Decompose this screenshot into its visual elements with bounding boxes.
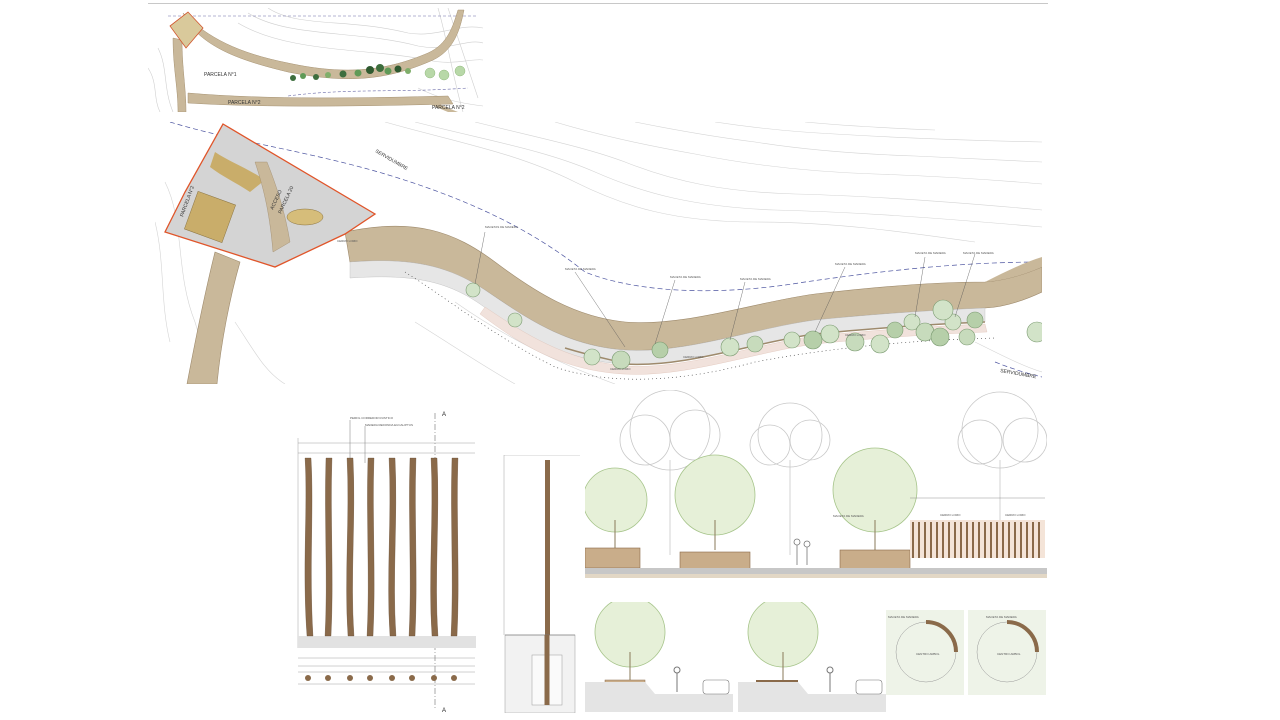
section-planters	[585, 547, 911, 571]
fence-posts	[304, 457, 459, 637]
svg-text:MACETA DE MADERA: MACETA DE MADERA	[740, 277, 771, 281]
small-section-1-drawing	[585, 602, 733, 712]
site-plan-drawing: MACETAS DE MADERA MACETA DE MADERA MACET…	[155, 122, 1042, 384]
key-plan-road	[182, 9, 465, 79]
section-label-2: CERRO LOMO	[1005, 513, 1026, 517]
planter-detail-label-3: MACETA DE MADERA	[888, 615, 919, 619]
planter-details: CENTRO ARBOL CENTRO ARBOL MACETA DE MADE…	[886, 610, 1046, 695]
fence-dimension-top	[297, 438, 475, 648]
longitudinal-section: CERRO LOMO CERRO LOMO MACETA DE MADERA	[585, 390, 1047, 585]
longitudinal-section-drawing: CERRO LOMO CERRO LOMO MACETA DE MADERA	[585, 390, 1047, 578]
fence-note-1: PERFIL CORREDOR RUSTICO	[350, 416, 394, 420]
site-plan-cerco-4: CERRO LOMO	[337, 239, 358, 243]
fence-plan-dots	[305, 675, 457, 681]
key-plan: PARCELA N°1 PARCELA N°2 PARCELA N°2	[148, 8, 483, 112]
site-plan-contours	[155, 122, 1042, 384]
fence-marker-a-top: A	[442, 412, 446, 418]
section-label-3: MACETA DE MADERA	[833, 514, 864, 518]
top-rule	[148, 3, 1048, 4]
section-green-trees	[585, 447, 918, 550]
key-plan-trees	[290, 64, 466, 81]
fence-ground	[298, 636, 476, 648]
fence-section-post	[545, 460, 550, 635]
site-plan-cerco-2: CERRO LOMO	[610, 367, 631, 371]
key-plan-plot	[169, 11, 204, 49]
site-plan-cerco-1: CERRO LOMO	[683, 355, 704, 359]
site-plan-leaders	[474, 231, 976, 348]
key-plan-drawing: PARCELA N°1 PARCELA N°2 PARCELA N°2	[148, 8, 483, 112]
svg-text:MACETA DE MADERA: MACETA DE MADERA	[670, 275, 701, 279]
svg-text:MACETA DE MADERA: MACETA DE MADERA	[963, 251, 994, 255]
site-plan: MACETAS DE MADERA MACETA DE MADERA MACET…	[155, 122, 1042, 384]
small-section-2-drawing	[738, 602, 886, 712]
site-plan-servidumbre-2: SERVIDUMBRE	[1000, 368, 1038, 380]
planter-details-drawing: CENTRO ARBOL CENTRO ARBOL MACETA DE MADE…	[886, 610, 1046, 695]
site-plan-parking	[184, 191, 236, 243]
section-label-1: CERRO LOMO	[940, 513, 961, 517]
site-plan-trees	[465, 282, 1042, 370]
svg-text:MACETA DE MADERA: MACETA DE MADERA	[915, 251, 946, 255]
site-plan-fence	[404, 271, 996, 380]
fence-dimension-bottom	[298, 657, 475, 667]
fence-elevation: A A PERFIL CORREDOR RUSTICO MADERA REDON…	[280, 408, 490, 713]
fence-elevation-drawing: A A PERFIL CORREDOR RUSTICO MADERA REDON…	[297, 412, 476, 713]
key-plan-label-parcela-2b: PARCELA N°2	[432, 105, 465, 111]
fence-note-2: MADERA REDONDA EUCALIPTUS	[365, 423, 413, 427]
planter-detail-arc-1	[925, 620, 958, 653]
section-fence	[910, 520, 1045, 558]
site-plan-boundary	[169, 122, 1042, 378]
planter-detail-label-4: MACETA DE MADERA	[986, 615, 1017, 619]
section-people	[793, 538, 811, 565]
section-ground	[585, 568, 1047, 574]
small-section-1	[585, 602, 733, 712]
fence-section-drawing	[503, 455, 580, 713]
site-plan-servidumbre-1: SERVIDUMBRE	[374, 149, 409, 173]
fence-marker-a-bottom: A	[442, 708, 446, 713]
svg-text:MACETAS DE MADERA: MACETAS DE MADERA	[485, 225, 518, 229]
fence-section	[490, 455, 580, 713]
planter-detail-arc-2	[1006, 620, 1039, 653]
site-plan-notes: MACETAS DE MADERA MACETA DE MADERA MACET…	[485, 225, 994, 281]
planter-detail-label-2: CENTRO ARBOL	[997, 652, 1021, 656]
site-plan-cerco-3: CERRO LOMO	[845, 333, 866, 337]
planter-detail-label-1: CENTRO ARBOL	[916, 652, 940, 656]
svg-text:MACETA DE MADERA: MACETA DE MADERA	[835, 262, 866, 266]
key-plan-label-parcela-1: PARCELA N°1	[204, 72, 237, 78]
site-plan-planter	[286, 208, 324, 226]
small-section-2	[738, 602, 886, 712]
svg-text:MACETA DE MADERA: MACETA DE MADERA	[565, 267, 596, 271]
key-plan-label-parcela-2: PARCELA N°2	[228, 100, 261, 106]
